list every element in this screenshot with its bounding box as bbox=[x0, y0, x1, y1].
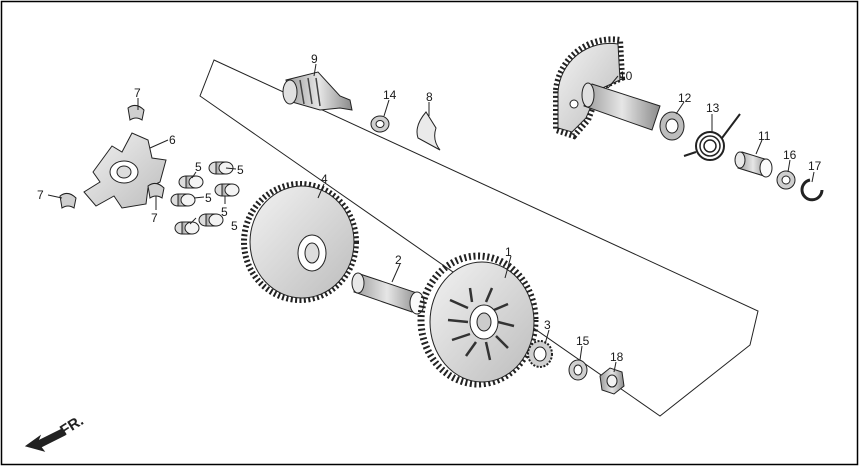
callout-5e: 5 bbox=[231, 219, 238, 233]
callout-13: 13 bbox=[706, 101, 720, 115]
clip-part bbox=[416, 111, 441, 151]
kick-spindle-part bbox=[553, 36, 661, 140]
front-direction-arrow-icon bbox=[24, 428, 66, 452]
return-spring-part bbox=[683, 113, 741, 161]
callout-5d: 5 bbox=[221, 205, 228, 219]
callout-7a: 7 bbox=[134, 86, 141, 100]
callout-8: 8 bbox=[426, 90, 433, 104]
callout-1: 1 bbox=[505, 245, 512, 259]
callout-4: 4 bbox=[321, 172, 328, 186]
callout-15: 15 bbox=[576, 334, 590, 348]
assembly-outline bbox=[199, 59, 759, 417]
drive-face-part bbox=[241, 181, 359, 303]
spindle-washer-part bbox=[776, 170, 796, 190]
callout-14: 14 bbox=[383, 88, 397, 102]
weight-roller-part bbox=[170, 161, 240, 235]
circlip-part bbox=[800, 178, 824, 202]
callout-5a: 5 bbox=[195, 160, 202, 174]
callout-18: 18 bbox=[610, 350, 624, 364]
callout-2: 2 bbox=[395, 253, 402, 267]
callout-16: 16 bbox=[783, 148, 797, 162]
oil-seal-part bbox=[659, 111, 685, 141]
spindle-bushing-part bbox=[734, 151, 773, 178]
bushing-part bbox=[351, 272, 425, 315]
clutch-fan-pulley-part bbox=[417, 252, 539, 388]
ratchet-collar-part bbox=[527, 340, 553, 368]
callout-12: 12 bbox=[678, 91, 692, 105]
kick-driven-gear-part bbox=[282, 71, 353, 111]
callout-5c: 5 bbox=[205, 191, 212, 205]
leader-lines bbox=[47, 63, 815, 373]
callout-17: 17 bbox=[808, 159, 822, 173]
callout-6: 6 bbox=[169, 133, 176, 147]
callout-9: 9 bbox=[311, 52, 318, 66]
callout-11: 11 bbox=[758, 129, 771, 143]
drive-plate-part bbox=[83, 132, 167, 209]
callout-7b: 7 bbox=[37, 188, 44, 202]
washer-part bbox=[568, 359, 588, 381]
callout-5b: 5 bbox=[237, 163, 244, 177]
nut-part bbox=[599, 367, 625, 395]
callout-3: 3 bbox=[544, 318, 551, 332]
slider-piece-part bbox=[59, 104, 165, 209]
callout-7c: 7 bbox=[151, 211, 158, 225]
callout-10: 10 bbox=[619, 69, 633, 83]
kick-washer-part bbox=[370, 115, 390, 133]
